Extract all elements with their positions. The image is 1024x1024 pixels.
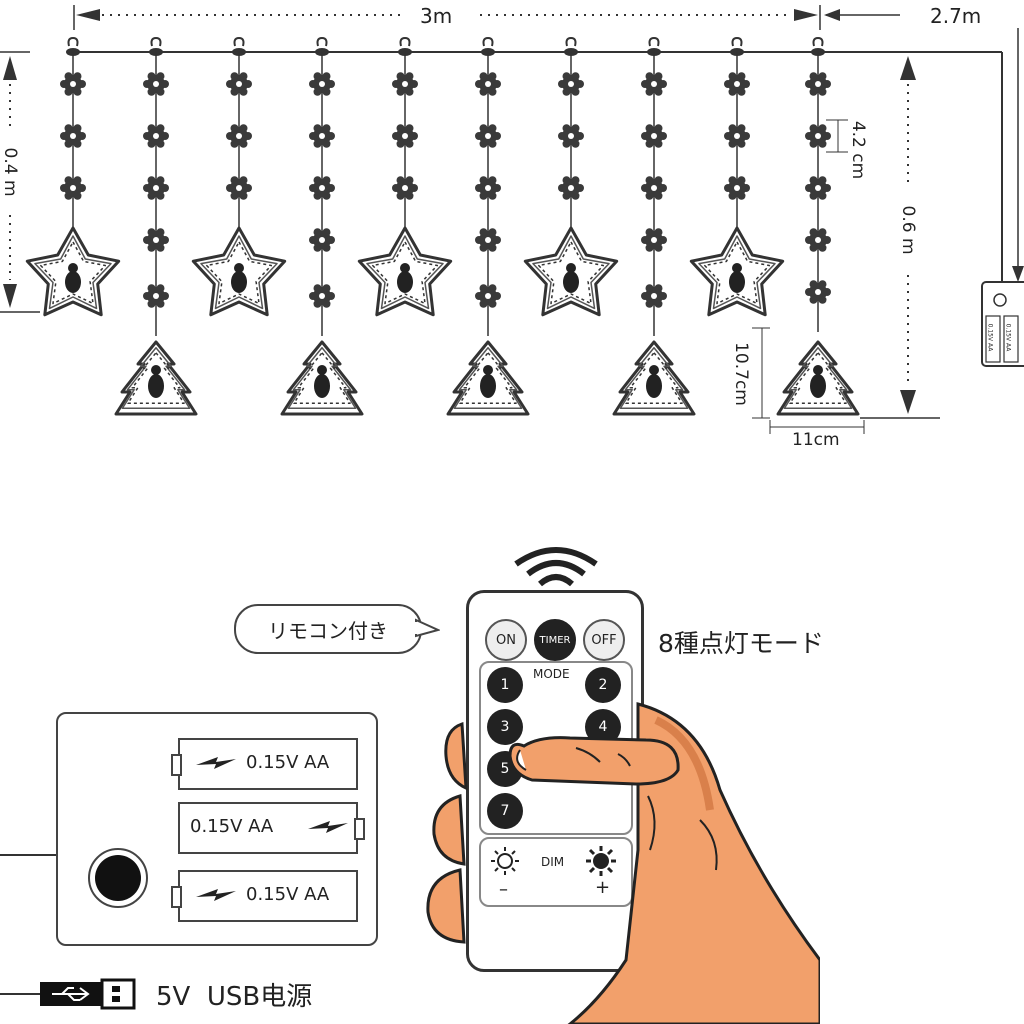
- snowflake-icon: [641, 124, 667, 148]
- battery-label-3: 0.15V AA: [246, 884, 330, 905]
- star-ornament-icon: [25, 226, 121, 317]
- dim-panel: [479, 837, 633, 907]
- star-ornament-icon: [523, 226, 619, 317]
- tree-width-label: 11cm: [792, 430, 840, 450]
- snowflake-icon: [724, 124, 750, 148]
- snowflake-icon: [475, 228, 501, 252]
- snowflake-icon: [143, 228, 169, 252]
- battery-label-1: 0.15V AA: [246, 752, 330, 773]
- snowflake-icon: [143, 176, 169, 200]
- power-label: 5V USB电源: [156, 982, 313, 1012]
- remote-callout-text: リモコン付き: [268, 618, 388, 643]
- snowflake-icon: [475, 284, 501, 308]
- snowflake-icon: [558, 176, 584, 200]
- tree-ornament-icon: [776, 340, 860, 416]
- mini-battery-label-1: 0.15V AA: [986, 323, 994, 352]
- mode-button-7[interactable]: 7: [487, 793, 523, 829]
- snowflake-icon: [309, 284, 335, 308]
- battery-label-2: 0.15V AA: [190, 816, 274, 837]
- snowflake-icon: [805, 176, 831, 200]
- snowflake-icon: [641, 176, 667, 200]
- tree-ornament-icon: [280, 340, 364, 416]
- mode-button-3[interactable]: 3: [487, 709, 523, 745]
- battery-2: 0.15V AA: [178, 802, 365, 854]
- snowflake-icon: [226, 72, 252, 96]
- timer-button[interactable]: TIMER: [534, 619, 576, 661]
- mode-button-1[interactable]: 1: [487, 667, 523, 703]
- star-ornament-icon: [357, 226, 453, 317]
- off-button[interactable]: OFF: [583, 619, 625, 661]
- snowflake-icon: [392, 72, 418, 96]
- snowflake-icon: [143, 72, 169, 96]
- mini-battery-label-2: 0.15V AA: [1004, 323, 1012, 352]
- tree-ornament-icon: [446, 340, 530, 416]
- snowflake-icon: [143, 124, 169, 148]
- battery-3: 0.15V AA: [171, 870, 358, 922]
- full-drop-label: 0.6 m: [898, 205, 918, 255]
- snowflake-icon: [60, 176, 86, 200]
- light-curtain-diagram: [0, 5, 1024, 434]
- remote-callout-bubble: リモコン付き: [234, 604, 422, 654]
- snowflake-icon: [724, 72, 750, 96]
- snowflake-icon: [226, 124, 252, 148]
- snowflake-icon: [143, 284, 169, 308]
- star-ornament-icon: [689, 226, 785, 317]
- power-button[interactable]: [88, 848, 148, 908]
- star-ornament-icon: [191, 226, 287, 317]
- snowflake-icon: [60, 124, 86, 148]
- snowflake-icon: [309, 72, 335, 96]
- snowflake-icon: [641, 72, 667, 96]
- battery-box: 0.15V AA 0.15V AA 0.15V AA: [56, 712, 378, 946]
- tree-ornament-icon: [612, 340, 696, 416]
- tree-ornament-icon: [114, 340, 198, 416]
- snowflake-icon: [805, 124, 831, 148]
- dim-plus-label: +: [595, 877, 611, 898]
- dim-minus-label: –: [499, 879, 508, 900]
- hand-icon: [426, 702, 820, 1024]
- cable: [0, 854, 60, 856]
- drop-label: 2.7m: [930, 4, 982, 28]
- snowflake-icon: [392, 176, 418, 200]
- snowflake-icon: [226, 176, 252, 200]
- snowflake-icon: [309, 124, 335, 148]
- dim-label: DIM: [541, 855, 565, 869]
- mode-label: MODE: [533, 667, 570, 681]
- snowflake-icon: [475, 176, 501, 200]
- sun-bright-icon[interactable]: [585, 845, 617, 877]
- star-drop-label: 0.4 m: [0, 147, 20, 197]
- snowflake-icon: [475, 72, 501, 96]
- snowflake-icon: [724, 176, 750, 200]
- lightning-icon: [196, 889, 236, 901]
- snowflake-icon: [392, 124, 418, 148]
- wireless-signal-icon: [514, 547, 598, 587]
- sun-dim-icon[interactable]: [489, 845, 521, 877]
- snowflake-icon: [641, 284, 667, 308]
- snowflake-icon: [805, 228, 831, 252]
- width-label: 3m: [420, 4, 453, 28]
- remote-control: ON TIMER OFF MODE 1 2 3 4 5 7 DIM – +: [466, 590, 644, 972]
- spacing-label: 4.2 cm: [848, 120, 868, 180]
- battery-1: 0.15V AA: [171, 738, 358, 790]
- snowflake-icon: [558, 124, 584, 148]
- mode-button-2[interactable]: 2: [585, 667, 621, 703]
- bubble-tail: [414, 618, 440, 638]
- modes-label: 8種点灯モード: [658, 629, 824, 658]
- snowflake-icon: [475, 124, 501, 148]
- snowflake-icon: [309, 176, 335, 200]
- snowflake-icon: [805, 280, 831, 304]
- usb-plug-icon: [0, 978, 136, 1010]
- snowflake-icon: [805, 72, 831, 96]
- snowflake-icon: [60, 72, 86, 96]
- on-button[interactable]: ON: [485, 619, 527, 661]
- snowflake-icon: [309, 228, 335, 252]
- snowflake-icon: [641, 228, 667, 252]
- tree-height-label: 10.7cm: [731, 342, 751, 406]
- lightning-icon: [196, 757, 236, 769]
- snowflake-icon: [558, 72, 584, 96]
- lightning-icon: [308, 821, 348, 833]
